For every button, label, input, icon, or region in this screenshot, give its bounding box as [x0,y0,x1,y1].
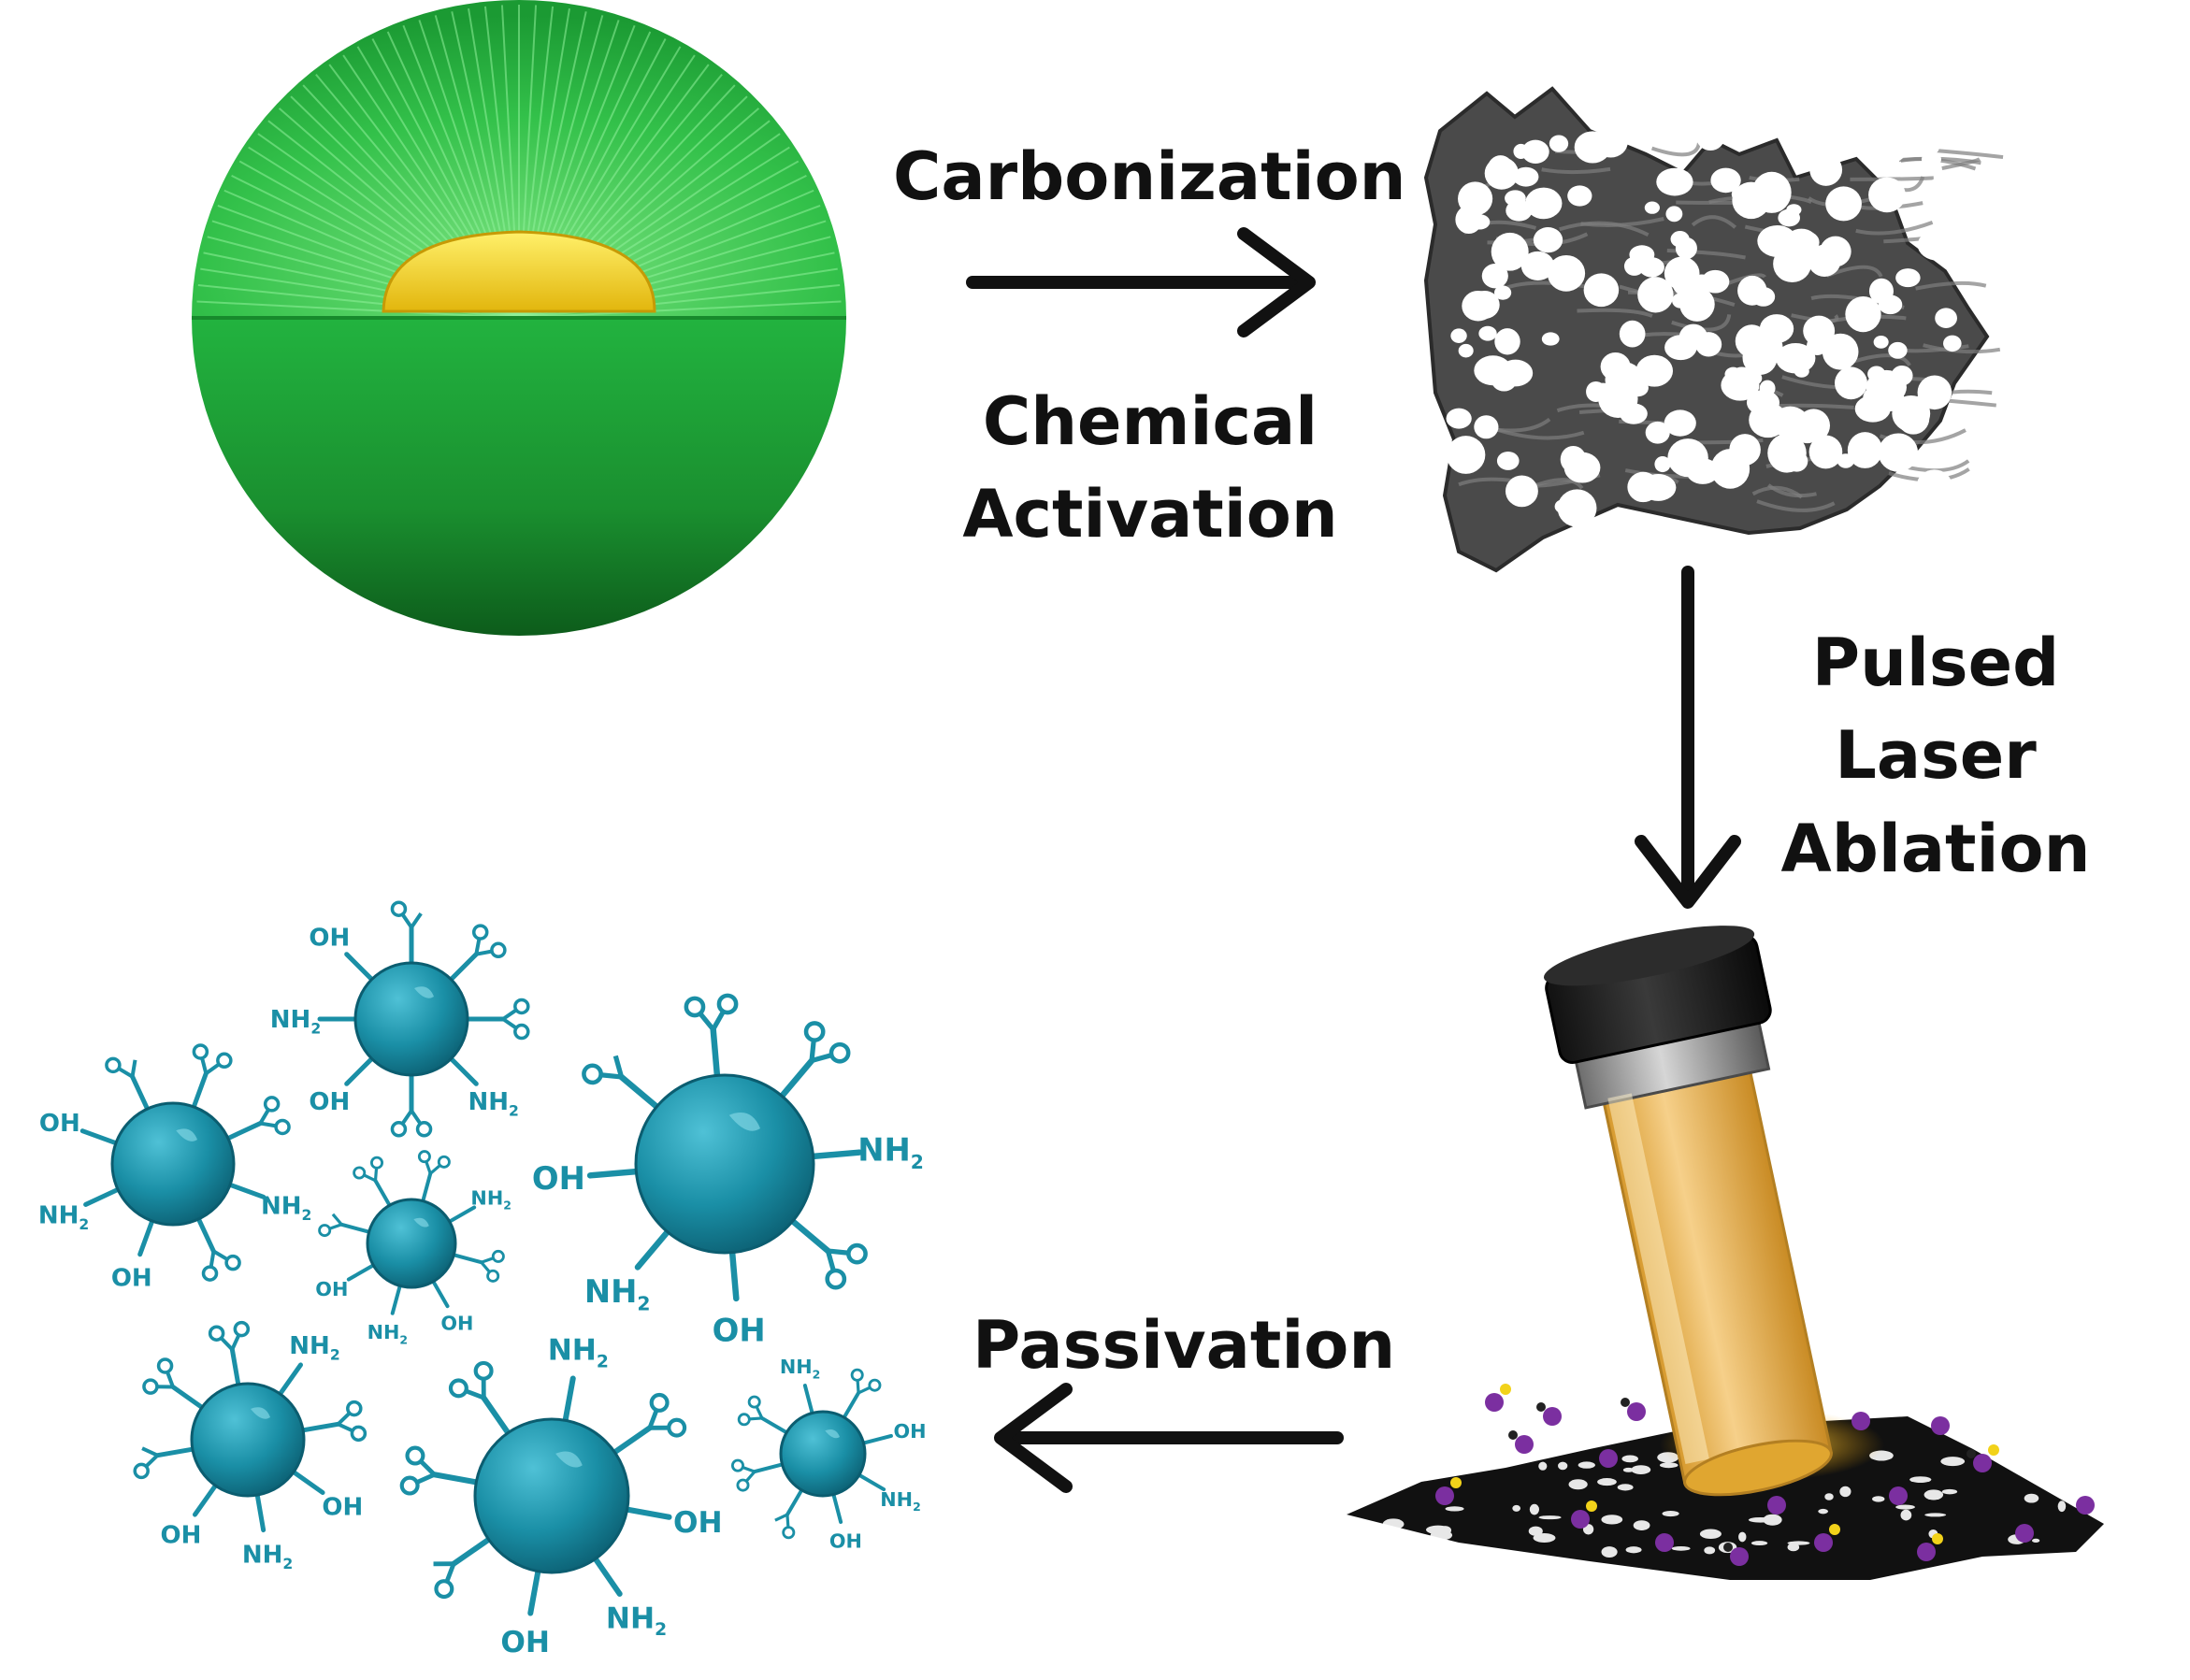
chemical-activation-line2: Activation [944,468,1356,561]
amine-label: NH2 [584,1273,651,1314]
chemical-activation-label: Chemical Activation [944,376,1356,562]
hydroxyl-label: OH [309,1088,350,1116]
chemical-activation-line1: Chemical [944,376,1356,468]
carbon-quantum-dots: NH2OHNH2OHNH2OHNH2OHOHNH2OHNH2OHNH2OHNH2… [38,902,927,1659]
pulsed-laser-line1: Pulsed Laser [1711,617,2160,803]
amine-label: NH2 [468,1088,518,1120]
hydroxyl-label: OH [161,1521,202,1549]
amine-label: NH2 [548,1334,609,1372]
carbonization-arrow [973,234,1309,331]
amine-label: NH2 [261,1192,311,1224]
precursor-sphere-icon [192,0,846,636]
amine-label: NH2 [242,1541,293,1572]
hydroxyl-label: OH [440,1312,473,1334]
hydroxyl-label: OH [713,1312,766,1348]
amine-label: NH2 [470,1186,511,1212]
pulsed-laser-line2: Ablation [1711,803,2160,896]
hydroxyl-label: OH [309,924,350,952]
passivation-arrow [1001,1389,1337,1486]
carbonization-label: Carbonization [893,131,1398,223]
amine-label: NH2 [780,1356,821,1381]
amine-label: NH2 [367,1321,409,1346]
hydroxyl-label: OH [111,1264,152,1292]
hydroxyl-label: OH [500,1626,550,1659]
amine-label: NH2 [270,1006,321,1038]
hydroxyl-label: OH [894,1420,927,1443]
hydroxyl-label: OH [322,1494,363,1522]
laser-ablation-vial-icon [1347,913,2104,1580]
hydroxyl-label: OH [39,1110,80,1138]
amine-label: NH2 [880,1488,921,1514]
hydroxyl-label: OH [829,1529,862,1552]
amine-label: NH2 [289,1332,339,1364]
amine-label: NH2 [857,1132,924,1173]
hydroxyl-label: OH [673,1506,723,1540]
passivation-label: Passivation [973,1299,1365,1392]
pulsed-laser-ablation-label: Pulsed Laser Ablation [1711,617,2160,896]
amine-label: NH2 [606,1601,667,1640]
hydroxyl-label: OH [532,1160,585,1197]
amine-label: NH2 [38,1202,89,1234]
porous-carbon-icon [1426,89,2003,570]
hydroxyl-label: OH [315,1278,348,1300]
